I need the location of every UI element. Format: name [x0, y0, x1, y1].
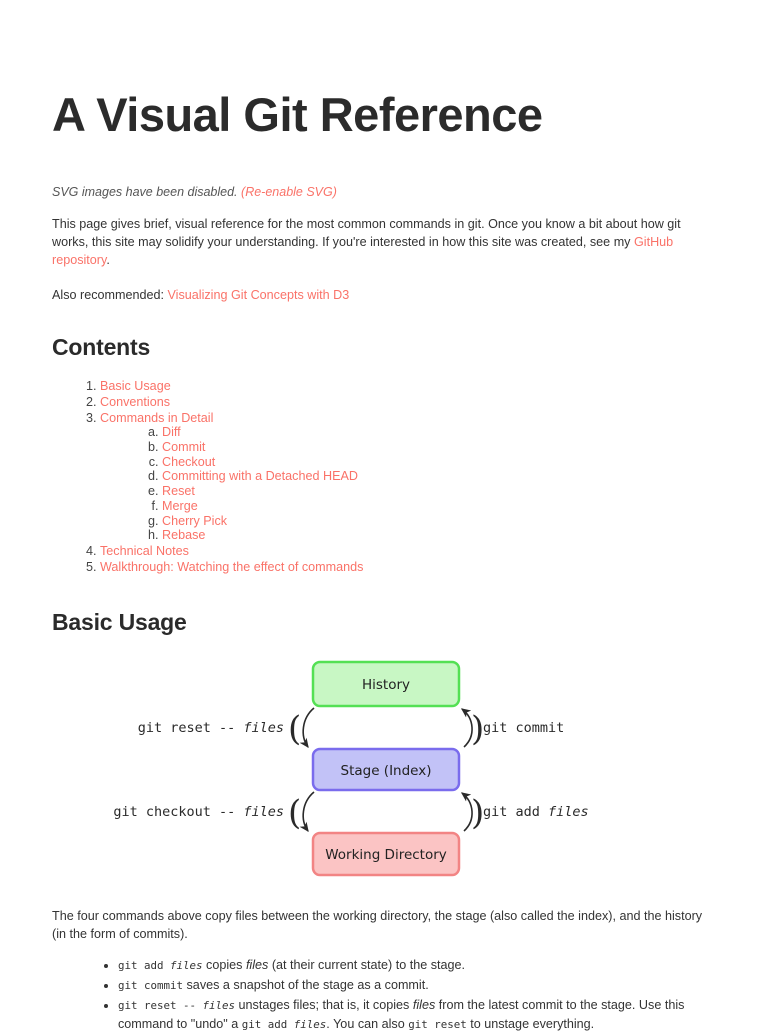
svg-disabled-notice: SVG images have been disabled. (Re-enabl… [52, 142, 716, 199]
toc-sublink[interactable]: Commit [162, 439, 206, 454]
emphasis-text: files [412, 998, 436, 1013]
toc-subitem: Merge [162, 499, 716, 514]
toc-subitem: Reset [162, 484, 716, 499]
diagram-arrow-git-reset: ( git reset -- files [138, 707, 315, 749]
git-commit-cmd: git commit [483, 720, 564, 736]
emphasis-text: files [245, 958, 269, 973]
inline-code: git add [118, 959, 171, 973]
git-reset-arg: files [243, 720, 284, 736]
re-enable-svg-link[interactable]: (Re-enable SVG) [241, 185, 337, 200]
git-dataflow-diagram: History Stage (Index) Working Directory … [52, 650, 716, 900]
git-commit-brace: ) [471, 709, 484, 749]
git-checkout-brace: ( [288, 793, 301, 833]
toc-sublink[interactable]: Reset [162, 484, 195, 499]
diagram-arrow-git-commit: ) git commit [460, 708, 564, 749]
svg-notice-text: SVG images have been disabled. [52, 185, 238, 200]
inline-code: git add [241, 1018, 294, 1032]
visualizing-git-concepts-link[interactable]: Visualizing Git Concepts with D3 [167, 287, 350, 302]
toc-sublink[interactable]: Checkout [162, 454, 216, 469]
git-add-arg: files [548, 804, 589, 820]
git-add-arrow-path [460, 792, 473, 832]
intro-text-part-2: . [106, 252, 110, 267]
git-add-label: git add files [483, 804, 589, 820]
bullet-text: . You can also [326, 1017, 409, 1032]
toc-sublink[interactable]: Merge [162, 498, 198, 513]
toc-sublink[interactable]: Cherry Pick [162, 513, 228, 528]
bullet-text: (at their current state) to the stage. [268, 958, 466, 973]
also-recommended-prefix: Also recommended: [52, 287, 168, 302]
toc-item: Conventions [100, 394, 716, 410]
also-recommended-paragraph: Also recommended: Visualizing Git Concep… [52, 270, 716, 305]
toc-subitem: Diff [162, 425, 716, 440]
stage-box-label: Stage (Index) [341, 763, 432, 779]
diagram-arrow-git-add: ) git add files [460, 792, 589, 833]
git-reset-cmd: git reset -- [138, 720, 244, 736]
toc-link[interactable]: Commands in Detail [100, 410, 214, 425]
toc-item: Commands in DetailDiffCommitCheckoutComm… [100, 410, 716, 544]
toc-link[interactable]: Walkthrough: Watching the effect of comm… [100, 559, 364, 574]
git-checkout-cmd: git checkout -- [113, 804, 243, 820]
diagram-box-stage: Stage (Index) [311, 747, 461, 792]
toc-item: Walkthrough: Watching the effect of comm… [100, 559, 716, 575]
command-bullet: git commit saves a snapshot of the stage… [118, 976, 716, 996]
basic-usage-heading: Basic Usage [52, 609, 187, 636]
inline-code-argument: files [170, 959, 203, 973]
toc-item: Technical Notes [100, 544, 716, 560]
toc-subitem: Cherry Pick [162, 514, 716, 529]
git-checkout-arrow-path [299, 791, 315, 833]
toc-sublink[interactable]: Diff [162, 425, 181, 440]
inline-code: git reset [408, 1018, 467, 1032]
diagram-box-working-directory: Working Directory [311, 831, 461, 877]
intro-text-part-1: This page gives brief, visual reference … [52, 217, 681, 249]
git-add-brace: ) [471, 793, 484, 833]
history-box-shape [311, 660, 461, 708]
git-dataflow-svg: History Stage (Index) Working Directory … [113, 660, 589, 877]
command-bullet: git reset -- files unstages files; that … [118, 996, 716, 1034]
git-reset-brace: ( [288, 709, 301, 749]
page-title: A Visual Git Reference [52, 88, 543, 141]
inline-code: git reset -- [118, 999, 203, 1013]
git-commit-arrow-path [460, 708, 473, 748]
git-checkout-arg: files [243, 804, 284, 820]
bullet-text: saves a snapshot of the stage as a commi… [183, 978, 429, 993]
git-checkout-label: git checkout -- files [113, 804, 284, 820]
bullet-text: unstages files; that is, it copies [235, 998, 413, 1013]
inline-code: git commit [118, 979, 184, 993]
bullet-text: to unstage everything. [466, 1017, 595, 1032]
toc-sublink[interactable]: Committing with a Detached HEAD [162, 469, 358, 484]
git-reset-arrow-path [299, 707, 315, 749]
git-reset-label: git reset -- files [138, 720, 284, 736]
github-repository-link[interactable]: GitHub repository [52, 234, 674, 267]
table-of-contents: Basic UsageConventionsCommands in Detail… [52, 361, 716, 576]
toc-subitem: Commit [162, 440, 716, 455]
stage-box-shape [311, 747, 461, 792]
command-bullet: git add files copies files (at their cur… [118, 956, 716, 976]
inline-code-argument: files [202, 999, 236, 1013]
intro-paragraph: This page gives brief, visual reference … [52, 199, 716, 270]
diagram-box-history: History [311, 660, 461, 708]
history-box-label: History [362, 677, 410, 693]
toc-link[interactable]: Basic Usage [100, 379, 171, 394]
toc-sublink[interactable]: Rebase [162, 528, 206, 543]
diagram-arrow-git-checkout: ( git checkout -- files [113, 791, 315, 833]
closing-paragraph: The four commands above copy files betwe… [52, 909, 703, 941]
toc-subitem: Checkout [162, 455, 716, 470]
toc-sublist: DiffCommitCheckoutCommitting with a Deta… [100, 425, 716, 543]
command-description-list: git add files copies files (at their cur… [52, 944, 716, 1034]
toc-subitem: Rebase [162, 528, 716, 543]
toc-subitem: Committing with a Detached HEAD [162, 469, 716, 484]
inline-code-argument: files [293, 1018, 327, 1032]
contents-heading: Contents [52, 333, 151, 360]
toc-link[interactable]: Technical Notes [100, 544, 189, 559]
git-add-cmd: git add [483, 804, 548, 820]
working-directory-box-shape [311, 831, 461, 877]
working-directory-box-label: Working Directory [325, 847, 447, 863]
toc-item: Basic Usage [100, 379, 716, 395]
toc-link[interactable]: Conventions [100, 394, 171, 409]
bullet-text: copies [202, 958, 246, 973]
git-commit-label: git commit [483, 720, 564, 736]
